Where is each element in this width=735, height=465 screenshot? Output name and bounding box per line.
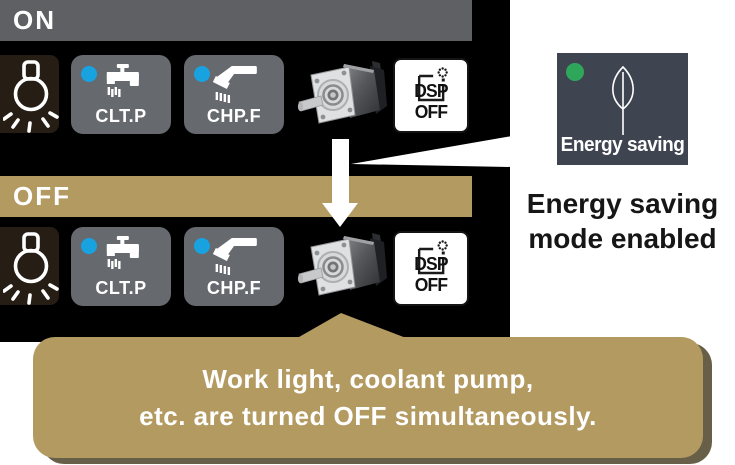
energy-saving-key-label: Energy saving <box>560 134 685 156</box>
off-state-bar: OFF <box>0 176 472 217</box>
coolant-pump-key-on: CLT.P <box>71 55 171 134</box>
display-off-label: DSP OFF <box>414 254 448 295</box>
off-state-label: OFF <box>13 181 71 211</box>
leaf-icon <box>611 65 634 135</box>
chip-flush-label: CHP.F <box>206 278 262 298</box>
light-bulb-icon <box>3 232 59 305</box>
work-light-key-on <box>0 55 59 133</box>
coolant-pump-label: CLT.P <box>95 278 147 298</box>
faucet-icon <box>106 236 139 269</box>
display-off-key-on: DSP OFF <box>393 58 469 133</box>
coolant-pump-key-off: CLT.P <box>71 227 171 306</box>
shower-nozzle-icon <box>212 238 257 275</box>
indicator-dot <box>194 238 210 254</box>
screen-sparkle-icon <box>417 240 448 275</box>
screen-sparkle-icon <box>417 67 448 102</box>
indicator-dot <box>81 238 97 254</box>
energy-saving-caption: Energy saving mode enabled <box>512 186 733 256</box>
light-bulb-icon <box>3 60 59 133</box>
indicator-dot <box>194 66 210 82</box>
energy-saving-callout: Energy saving Energy saving mode enabled <box>512 2 733 291</box>
on-state-bar: ON <box>0 0 472 41</box>
motor-image <box>296 228 390 310</box>
coolant-pump-label: CLT.P <box>95 106 147 126</box>
faucet-icon <box>106 64 139 97</box>
chip-flush-key-off: CHP.F <box>184 227 284 306</box>
energy-caption-line2: mode enabled <box>528 223 717 254</box>
display-off-label: DSP OFF <box>414 81 448 122</box>
bottom-callout-line2: etc. are turned OFF simultaneously. <box>139 400 597 431</box>
bottom-callout-line1: Work light, coolant pump, <box>202 363 534 394</box>
on-state-label: ON <box>13 5 56 35</box>
display-off-key-off: DSP OFF <box>393 231 469 306</box>
bottom-callout: Work light, coolant pump, etc. are turne… <box>33 337 703 458</box>
energy-caption-line1: Energy saving <box>526 188 719 219</box>
energy-saving-key: Energy saving <box>557 53 688 165</box>
indicator-dot-green <box>566 63 584 81</box>
shower-nozzle-icon <box>212 66 257 103</box>
indicator-dot <box>81 66 97 82</box>
chip-flush-label: CHP.F <box>206 106 262 126</box>
chip-flush-key-on: CHP.F <box>184 55 284 134</box>
motor-image <box>296 56 390 138</box>
work-light-key-off <box>0 227 59 305</box>
